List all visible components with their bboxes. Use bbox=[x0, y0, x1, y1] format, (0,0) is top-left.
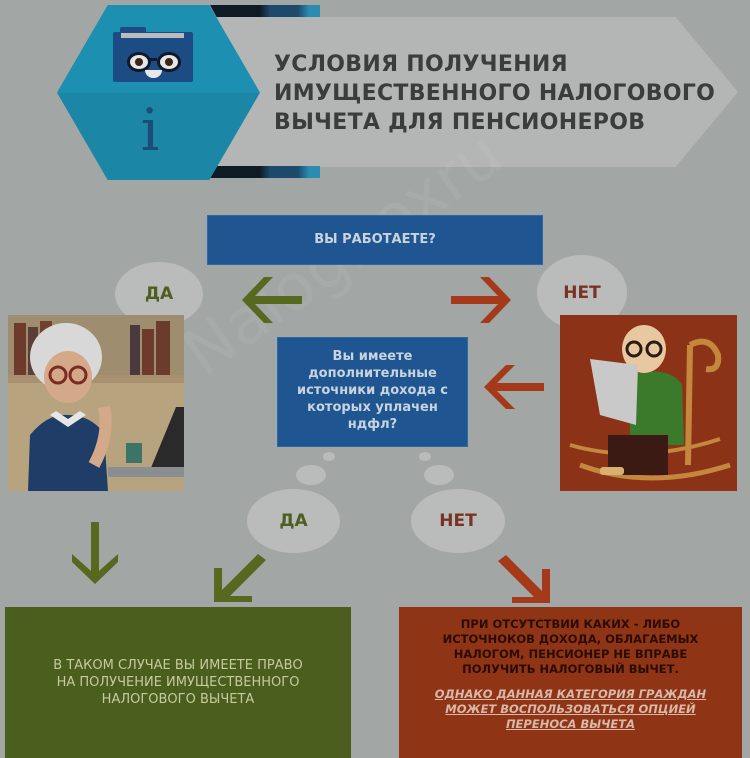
question-working-text: ВЫ РАБОТАЕТЕ? bbox=[314, 232, 436, 247]
transfer-deduction-link[interactable]: ОДНАКО ДАННАЯ КАТЕГОРИЯ ГРАЖДАН МОЖЕТ ВО… bbox=[435, 687, 706, 732]
question-extra-income-box: Вы имеете дополнительные источники доход… bbox=[277, 337, 468, 447]
banner-stripe-top bbox=[210, 5, 320, 17]
smile-icon bbox=[145, 70, 162, 78]
thought-dot bbox=[424, 465, 454, 485]
arrow-down-green-icon bbox=[72, 522, 118, 584]
result-line: НАЛОГОМ, ПЕНСИОНЕР НЕ ВПРАВЕ bbox=[453, 647, 688, 661]
link-line: МОЖЕТ ВОСПОЛЬЗОВАТЬСЯ ОПЦИЕЙ bbox=[445, 702, 696, 716]
question-line: которых уплачен bbox=[307, 400, 438, 415]
result-line: ПОЛУЧИТЬ НАЛОГОВЫЙ ВЫЧЕТ. bbox=[462, 662, 679, 676]
result-line: НА ПОЛУЧЕНИЕ ИМУЩЕСТВЕННОГО bbox=[56, 675, 300, 690]
question-line: Вы имеете bbox=[332, 349, 413, 364]
question-line: источники дохода с bbox=[296, 383, 448, 398]
page-title: УСЛОВИЯ ПОЛУЧЕНИЯ ИМУЩЕСТВЕННОГО НАЛОГОВ… bbox=[274, 50, 734, 137]
eye-left-icon bbox=[127, 52, 151, 72]
link-line: ОДНАКО ДАННАЯ КАТЕГОРИЯ ГРАЖДАН bbox=[434, 687, 707, 701]
thought-dot bbox=[323, 452, 335, 461]
info-icon: i bbox=[140, 96, 160, 164]
thought-dot bbox=[296, 465, 326, 485]
answer-no-label: НЕТ bbox=[439, 511, 477, 531]
question-line: дополнительные bbox=[308, 366, 437, 381]
banner-stripe-bottom bbox=[210, 166, 320, 178]
result-yes-box: В ТАКОМ СЛУЧАЕ ВЫ ИМЕЕТЕ ПРАВО НА ПОЛУЧЕ… bbox=[5, 607, 351, 758]
title-line-1: УСЛОВИЯ ПОЛУЧЕНИЯ bbox=[274, 52, 568, 77]
answer-yes-label: ДА bbox=[144, 284, 174, 304]
illustration-working-grandmother bbox=[8, 315, 184, 491]
arrow-right-red-icon bbox=[451, 277, 511, 323]
answer-yes-label: ДА bbox=[279, 511, 308, 531]
result-line: В ТАКОМ СЛУЧАЕ ВЫ ИМЕЕТЕ ПРАВО bbox=[53, 658, 303, 673]
title-line-2: ИМУЩЕСТВЕННОГО НАЛОГОВОГО bbox=[274, 81, 716, 106]
result-line: ПРИ ОТСУТСТВИИ КАКИХ - ЛИБО bbox=[460, 617, 681, 631]
eye-right-icon bbox=[157, 52, 181, 72]
title-banner bbox=[218, 17, 738, 167]
answer-yes-bubble-bottom: ДА bbox=[247, 489, 340, 553]
result-line: НАЛОГОВОГО ВЫЧЕТА bbox=[101, 692, 255, 707]
result-no-box: ПРИ ОТСУТСТВИИ КАКИХ - ЛИБО ИСТОЧНОКОВ Д… bbox=[399, 607, 742, 758]
title-line-3: ВЫЧЕТА ДЛЯ ПЕНСИОНЕРОВ bbox=[274, 110, 646, 135]
result-line: ИСТОЧНОКОВ ДОХОДА, ОБЛАГАЕМЫХ bbox=[442, 632, 699, 646]
link-line: ПЕРЕНОСА ВЫЧЕТА bbox=[505, 717, 636, 731]
arrow-down-right-red-icon bbox=[498, 555, 550, 603]
question-working-box: ВЫ РАБОТАЕТЕ? bbox=[207, 215, 543, 265]
thought-dot bbox=[419, 452, 431, 461]
answer-no-bubble-bottom: НЕТ bbox=[411, 489, 505, 553]
answer-no-label: НЕТ bbox=[563, 282, 601, 303]
result-no-text: ПРИ ОТСУТСТВИИ КАКИХ - ЛИБО ИСТОЧНОКОВ Д… bbox=[443, 617, 699, 677]
arrow-left-green-icon bbox=[242, 277, 302, 323]
question-line: ндфл? bbox=[347, 417, 398, 432]
illustration-grandfather-rocking-chair bbox=[560, 315, 737, 491]
arrow-left-red-icon bbox=[484, 365, 544, 409]
arrow-down-left-green-icon bbox=[214, 554, 266, 602]
